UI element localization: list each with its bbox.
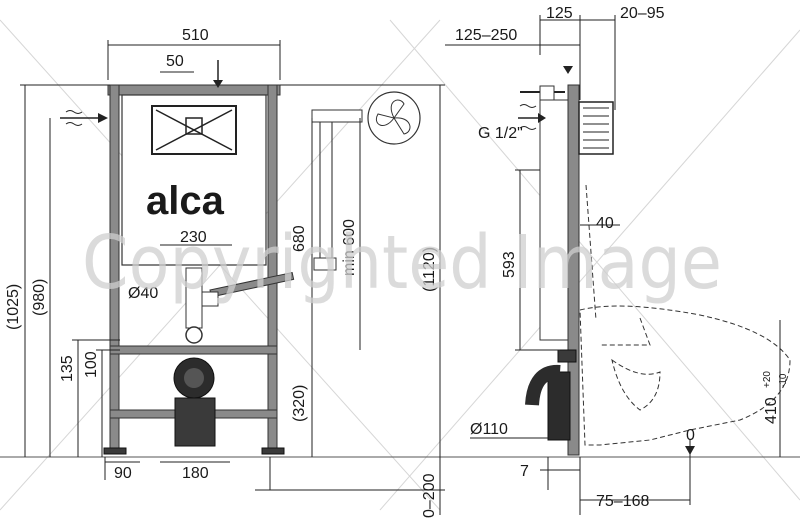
dim-height-980: (980) — [31, 279, 48, 316]
brand-logo: alca — [146, 179, 225, 223]
dim-width-total: 510 — [182, 27, 209, 44]
dim-width-inner: 230 — [180, 229, 207, 246]
water-top-arrow-icon — [213, 60, 223, 88]
front-dimension-lines — [20, 40, 445, 515]
dim-range-75-168: 75–168 — [596, 493, 649, 510]
dim-offset-top: 50 — [166, 53, 184, 70]
dim-min-distance: min 600 — [341, 219, 358, 276]
dim-waste-diameter: Ø110 — [470, 421, 508, 438]
side-frame — [518, 84, 791, 456]
dim-height-1025: (1025) — [5, 284, 22, 330]
dim-tolerance-plus: +20 — [762, 371, 773, 388]
dim-foot-90: 90 — [114, 465, 132, 482]
dim-height-1120: (1120) — [421, 247, 438, 292]
dim-foot-180: 180 — [182, 465, 209, 482]
dim-depth-20-95: 20–95 — [620, 5, 665, 22]
dim-depth-125: 125 — [546, 5, 573, 22]
dim-height-100: 100 — [83, 351, 100, 378]
dim-height-680: 680 — [291, 225, 308, 252]
dim-thread: G 1/2" — [478, 125, 523, 142]
dim-height-410: 410 — [763, 397, 780, 424]
dim-offset-40: 40 — [596, 215, 614, 232]
dim-zero-mark: 0 — [686, 427, 695, 444]
dim-offset-7: 7 — [520, 463, 529, 480]
side-water-arrow-icon — [519, 66, 573, 130]
dim-height-135: 135 — [59, 355, 76, 382]
dim-depth-125-250: 125–250 — [455, 27, 517, 44]
side-dimension-lines — [445, 15, 781, 515]
dim-height-593: 593 — [501, 251, 518, 278]
watermark-text: Copyrighted Image — [82, 220, 722, 306]
fan-icon — [367, 91, 421, 145]
water-inlet-arrow-icon — [60, 110, 108, 126]
dim-depth-0-200: 0–200 — [421, 473, 438, 518]
dim-pipe-diameter: Ø40 — [128, 285, 158, 302]
dim-tolerance-minus: -10 — [778, 373, 789, 388]
zero-mark-arrow-icon — [685, 446, 695, 455]
front-frame — [103, 84, 363, 455]
dim-height-320: (320) — [291, 385, 308, 422]
